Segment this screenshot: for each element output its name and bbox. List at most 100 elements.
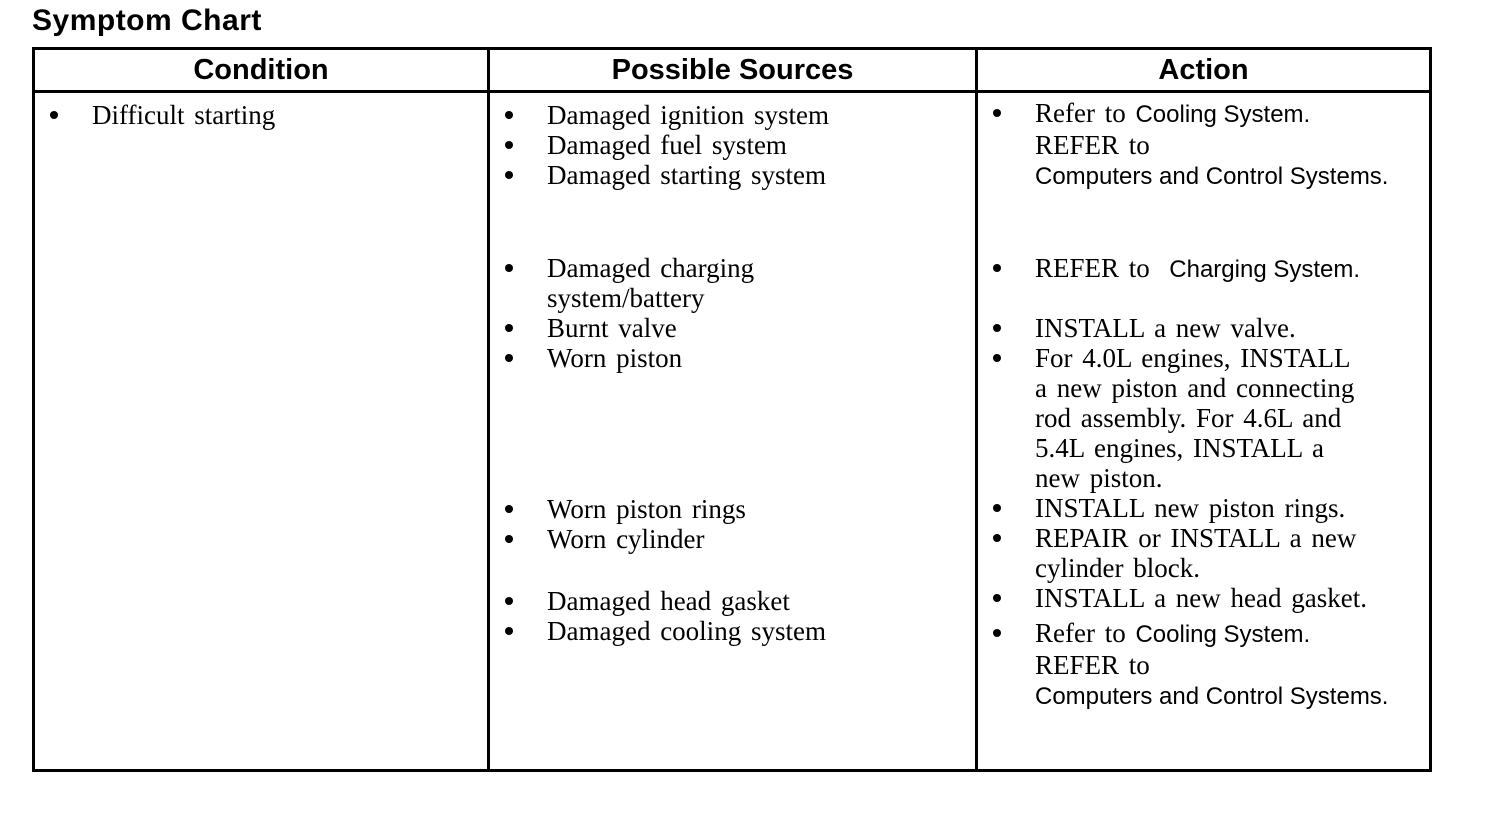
table-header-row: Condition Possible Sources Action [35, 50, 1429, 93]
bullet-icon [50, 111, 58, 119]
bullet-icon [505, 597, 513, 605]
item-text: Refer to Cooling System.REFER to Computer… [1035, 98, 1427, 192]
list-item: Damaged fuel system [490, 130, 973, 160]
list-item: Damaged head gasket [490, 586, 973, 616]
list-item: REFER to Charging System. [978, 253, 1427, 285]
text-run: Refer to [1035, 98, 1136, 128]
item-text: INSTALL new piston rings. [1035, 493, 1427, 523]
bullet-icon [993, 109, 1001, 117]
condition-cell: Difficult starting [35, 93, 487, 769]
bullet-icon [505, 535, 513, 543]
text-run: Burnt valve [547, 313, 677, 343]
text-line: INSTALL a new valve. [1035, 313, 1427, 343]
text-run: REFER to [1035, 130, 1150, 160]
text-line: Damaged fuel system [547, 130, 973, 160]
text-line: INSTALL new piston rings. [1035, 493, 1427, 523]
bullet-group: REFER to Charging System. [978, 253, 1427, 285]
text-line: Worn piston [547, 343, 973, 373]
reference-text: Cooling System. [1135, 621, 1311, 648]
list-item: Worn piston rings [490, 494, 973, 524]
text-line: Difficult starting [92, 100, 485, 130]
text-run: Damaged starting system [547, 160, 826, 190]
text-line: Damaged starting system [547, 160, 973, 190]
item-text: INSTALL a new head gasket. [1035, 583, 1427, 613]
item-text: Damaged head gasket [547, 586, 973, 616]
text-run: Damaged cooling system [547, 616, 826, 646]
text-line: Worn cylinder [547, 524, 973, 554]
item-text: INSTALL a new valve. [1035, 313, 1427, 343]
text-run: Worn cylinder [547, 524, 705, 554]
text-line: Computers and Control Systems. [1035, 160, 1427, 192]
text-line: 5.4L engines, INSTALL a [1035, 433, 1427, 463]
text-line: REPAIR or INSTALL a new [1035, 523, 1427, 553]
text-line: Refer to Cooling System. [1035, 98, 1427, 130]
text-run: INSTALL a new head gasket. [1035, 583, 1367, 613]
bullet-icon [505, 324, 513, 332]
item-text: Damaged cooling system [547, 616, 973, 646]
list-item: Damaged ignition system [490, 100, 973, 130]
bullet-icon [993, 629, 1001, 637]
text-line: Burnt valve [547, 313, 973, 343]
list-item: Refer to Cooling System.REFER to Computer… [978, 98, 1427, 192]
text-run: new piston. [1035, 463, 1163, 493]
text-line: Refer to Cooling System. [1035, 618, 1427, 650]
bullet-group: INSTALL a new head gasket. [978, 583, 1427, 613]
text-run: Damaged fuel system [547, 130, 787, 160]
text-line: REFER to Charging System. [1035, 253, 1427, 285]
text-line: REFER to [1035, 130, 1427, 160]
text-run: REFER to [1035, 253, 1170, 283]
list-item: INSTALL a new valve. [978, 313, 1427, 343]
text-line: Computers and Control Systems. [1035, 680, 1427, 712]
text-line: rod assembly. For 4.6L and [1035, 403, 1427, 433]
bullet-icon [505, 627, 513, 635]
item-text: Damaged starting system [547, 160, 973, 190]
text-run: Damaged charging [547, 253, 755, 283]
text-line: new piston. [1035, 463, 1427, 493]
text-run: Worn piston [547, 343, 683, 373]
list-item: INSTALL new piston rings. [978, 493, 1427, 523]
list-item: Refer to Cooling System.REFER to Computer… [978, 618, 1427, 712]
item-text: REFER to Charging System. [1035, 253, 1427, 285]
table-body-row: Difficult starting Damaged ignition syst… [35, 93, 1429, 769]
bullet-icon [993, 354, 1001, 362]
text-run: Difficult starting [92, 100, 276, 130]
text-line: Damaged cooling system [547, 616, 973, 646]
reference-text: Charging System. [1169, 256, 1361, 283]
bullet-icon [505, 354, 513, 362]
bullet-icon [505, 171, 513, 179]
text-run: For 4.0L engines, INSTALL [1035, 343, 1351, 373]
reference-text: Computers and Control Systems. [1035, 163, 1389, 190]
list-item: Worn cylinder [490, 524, 973, 554]
bullet-icon [505, 111, 513, 119]
header-cell-possible-sources: Possible Sources [487, 50, 975, 90]
text-line: Worn piston rings [547, 494, 973, 524]
item-text: Worn cylinder [547, 524, 973, 554]
symptom-table: Condition Possible Sources Action Diffic… [32, 47, 1432, 772]
item-text: Worn piston rings [547, 494, 973, 524]
list-item: Burnt valve [490, 313, 973, 343]
text-line: a new piston and connecting [1035, 373, 1427, 403]
text-line: cylinder block. [1035, 553, 1427, 583]
bullet-group: Refer to Cooling System.REFER to Computer… [978, 618, 1427, 712]
text-run: system/battery [547, 283, 705, 313]
reference-text: Computers and Control Systems. [1035, 683, 1389, 710]
list-item: Difficult starting [35, 100, 485, 130]
text-run: REFER to [1035, 650, 1150, 680]
item-text: Burnt valve [547, 313, 973, 343]
item-text: Refer to Cooling System.REFER to Computer… [1035, 618, 1427, 712]
item-text: Difficult starting [92, 100, 485, 130]
text-run: Worn piston rings [547, 494, 746, 524]
text-run: a new piston and connecting [1035, 373, 1355, 403]
header-cell-action: Action [975, 50, 1429, 90]
